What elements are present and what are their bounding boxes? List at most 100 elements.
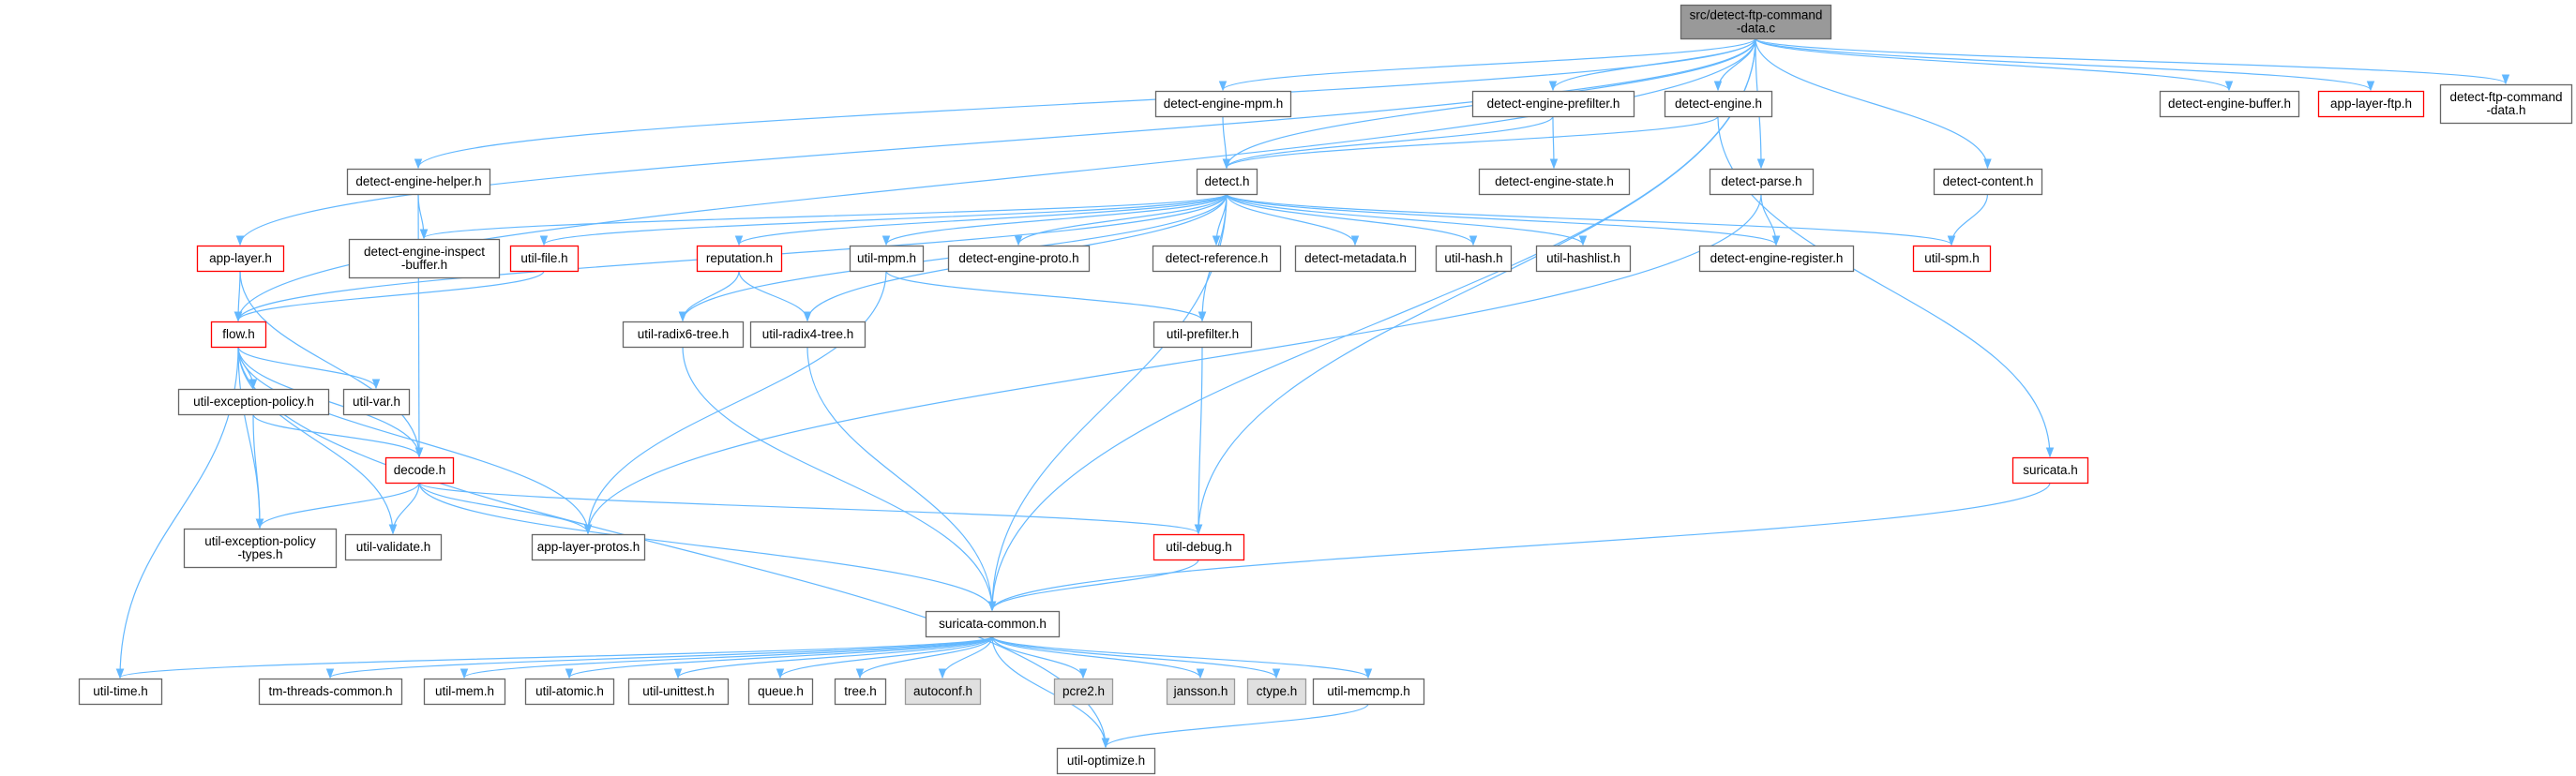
node-box — [1166, 678, 1236, 706]
node-box — [1152, 245, 1282, 273]
node-detect-ftp-command-data[interactable]: detect-ftp-command-data.h — [2439, 83, 2573, 125]
node-util-prefilter[interactable]: util-prefilter.h — [1152, 321, 1253, 349]
node-app-layer-protos[interactable]: app-layer-protos.h — [531, 533, 646, 561]
edge-suricata-common-to-util-time — [115, 635, 993, 679]
node-label: detect-engine.h — [1675, 97, 1762, 111]
node-label: detect-engine-mpm.h — [1164, 97, 1284, 111]
node-suricata-common[interactable]: suricata-common.h — [925, 610, 1061, 638]
node-box — [1471, 90, 1635, 118]
node-util-unittest[interactable]: util-unittest.h — [627, 678, 730, 706]
edge-root-to-app-layer-ftp — [1755, 37, 2375, 92]
graph-nodes: src/detect-ftp-command-data.c detect-engi… — [78, 4, 2573, 775]
edge-util-exception-policy-to-util-exception-policy-types — [252, 413, 264, 530]
node-box — [627, 678, 730, 706]
node-util-file[interactable]: util-file.h — [509, 245, 580, 273]
node-box — [1152, 321, 1253, 349]
node-box — [342, 388, 411, 416]
node-detect-parse[interactable]: detect-parse.h — [1709, 168, 1815, 196]
node-util-mpm[interactable]: util-mpm.h — [849, 245, 925, 273]
node-util-var[interactable]: util-var.h — [342, 388, 411, 416]
edge-detect-to-util-hashlist — [1226, 193, 1588, 246]
node-util-spm[interactable]: util-spm.h — [1912, 245, 1992, 273]
node-box — [1664, 90, 1773, 118]
node-box — [2011, 456, 2089, 485]
node-label: autoconf.h — [913, 684, 972, 698]
node-label: detect-metadata.h — [1304, 251, 1407, 265]
node-util-time[interactable]: util-time.h — [78, 678, 163, 706]
node-detect-engine-register[interactable]: detect-engine-register.h — [1698, 245, 1855, 273]
node-suricata[interactable]: suricata.h — [2011, 456, 2089, 485]
node-ctype[interactable]: ctype.h — [1246, 678, 1307, 706]
node-label: detect-engine-state.h — [1495, 174, 1614, 188]
node-autoconf[interactable]: autoconf.h — [904, 678, 982, 706]
node-flow[interactable]: flow.h — [210, 321, 267, 349]
node-label: detect-engine-register.h — [1710, 251, 1844, 265]
node-detect-content[interactable]: detect-content.h — [1933, 168, 2043, 196]
node-box — [2439, 83, 2573, 125]
node-box — [947, 245, 1091, 273]
node-box — [1056, 747, 1156, 775]
edge-util-memcmp-to-util-optimize — [1101, 703, 1369, 749]
node-util-atomic[interactable]: util-atomic.h — [524, 678, 615, 706]
node-tm-threads-common[interactable]: tm-threads-common.h — [258, 678, 403, 706]
node-detect-engine[interactable]: detect-engine.h — [1664, 90, 1773, 118]
node-detect-engine-buffer[interactable]: detect-engine-buffer.h — [2159, 90, 2300, 118]
edge-reputation-to-util-radix4-tree — [738, 270, 812, 322]
node-reputation[interactable]: reputation.h — [696, 245, 783, 273]
node-util-radix4-tree[interactable]: util-radix4-tree.h — [749, 321, 866, 349]
node-detect-engine-helper[interactable]: detect-engine-helper.h — [346, 168, 491, 196]
node-util-exception-policy-types[interactable]: util-exception-policy-types.h — [183, 528, 338, 569]
edge-suricata-common-to-ctype — [991, 635, 1281, 679]
edge-util-file-to-flow — [233, 270, 545, 322]
node-box — [834, 678, 887, 706]
node-box — [2159, 90, 2300, 118]
node-jansson[interactable]: jansson.h — [1166, 678, 1236, 706]
node-box — [1535, 245, 1632, 273]
node-detect-engine-mpm[interactable]: detect-engine-mpm.h — [1154, 90, 1292, 118]
node-util-debug[interactable]: util-debug.h — [1152, 533, 1245, 561]
edge-util-mpm-to-util-prefilter — [885, 270, 1207, 322]
node-label: decode.h — [394, 463, 446, 477]
node-label: detect-engine-proto.h — [958, 251, 1078, 265]
node-tree[interactable]: tree.h — [834, 678, 887, 706]
node-util-optimize[interactable]: util-optimize.h — [1056, 747, 1156, 775]
node-box — [1154, 90, 1292, 118]
node-decode[interactable]: decode.h — [384, 456, 455, 485]
edge-detect-to-detect-engine-register — [1226, 193, 1781, 246]
node-detect-metadata[interactable]: detect-metadata.h — [1294, 245, 1417, 273]
node-label: ctype.h — [1257, 684, 1298, 698]
node-label: util-hashlist.h — [1546, 251, 1620, 265]
node-util-hash[interactable]: util-hash.h — [1435, 245, 1513, 273]
node-util-mem[interactable]: util-mem.h — [423, 678, 506, 706]
edge-util-radix6-tree-to-suricata-common — [682, 346, 997, 612]
node-detect[interactable]: detect.h — [1196, 168, 1258, 196]
node-util-exception-policy[interactable]: util-exception-policy.h — [177, 388, 330, 416]
node-pcre2[interactable]: pcre2.h — [1053, 678, 1114, 706]
node-app-layer[interactable]: app-layer.h — [196, 245, 285, 273]
node-box — [1698, 245, 1855, 273]
node-box — [509, 245, 580, 273]
node-util-validate[interactable]: util-validate.h — [344, 533, 443, 561]
node-box — [1053, 678, 1114, 706]
node-label: tree.h — [844, 684, 877, 698]
edge-util-radix4-tree-to-suricata-common — [806, 346, 997, 612]
node-label: -types.h — [237, 547, 282, 561]
node-util-hashlist[interactable]: util-hashlist.h — [1535, 245, 1632, 273]
node-root[interactable]: src/detect-ftp-command-data.c — [1680, 4, 1832, 40]
node-queue[interactable]: queue.h — [747, 678, 814, 706]
node-box — [346, 168, 491, 196]
node-util-memcmp[interactable]: util-memcmp.h — [1312, 678, 1425, 706]
node-label: app-layer-ftp.h — [2330, 97, 2412, 111]
node-app-layer-ftp[interactable]: app-layer-ftp.h — [2317, 90, 2425, 118]
node-detect-engine-inspect-buffer[interactable]: detect-engine-inspect-buffer.h — [348, 238, 501, 279]
node-detect-engine-proto[interactable]: detect-engine-proto.h — [947, 245, 1091, 273]
node-detect-engine-state[interactable]: detect-engine-state.h — [1478, 168, 1631, 196]
edge-suricata-common-to-tm-threads-common — [325, 635, 993, 679]
node-detect-engine-prefilter[interactable]: detect-engine-prefilter.h — [1471, 90, 1635, 118]
node-box — [925, 610, 1061, 638]
edge-reputation-to-util-radix6-tree — [678, 270, 740, 322]
node-box — [1435, 245, 1513, 273]
node-util-radix6-tree[interactable]: util-radix6-tree.h — [622, 321, 745, 349]
node-label: jansson.h — [1173, 684, 1228, 698]
node-detect-reference[interactable]: detect-reference.h — [1152, 245, 1282, 273]
